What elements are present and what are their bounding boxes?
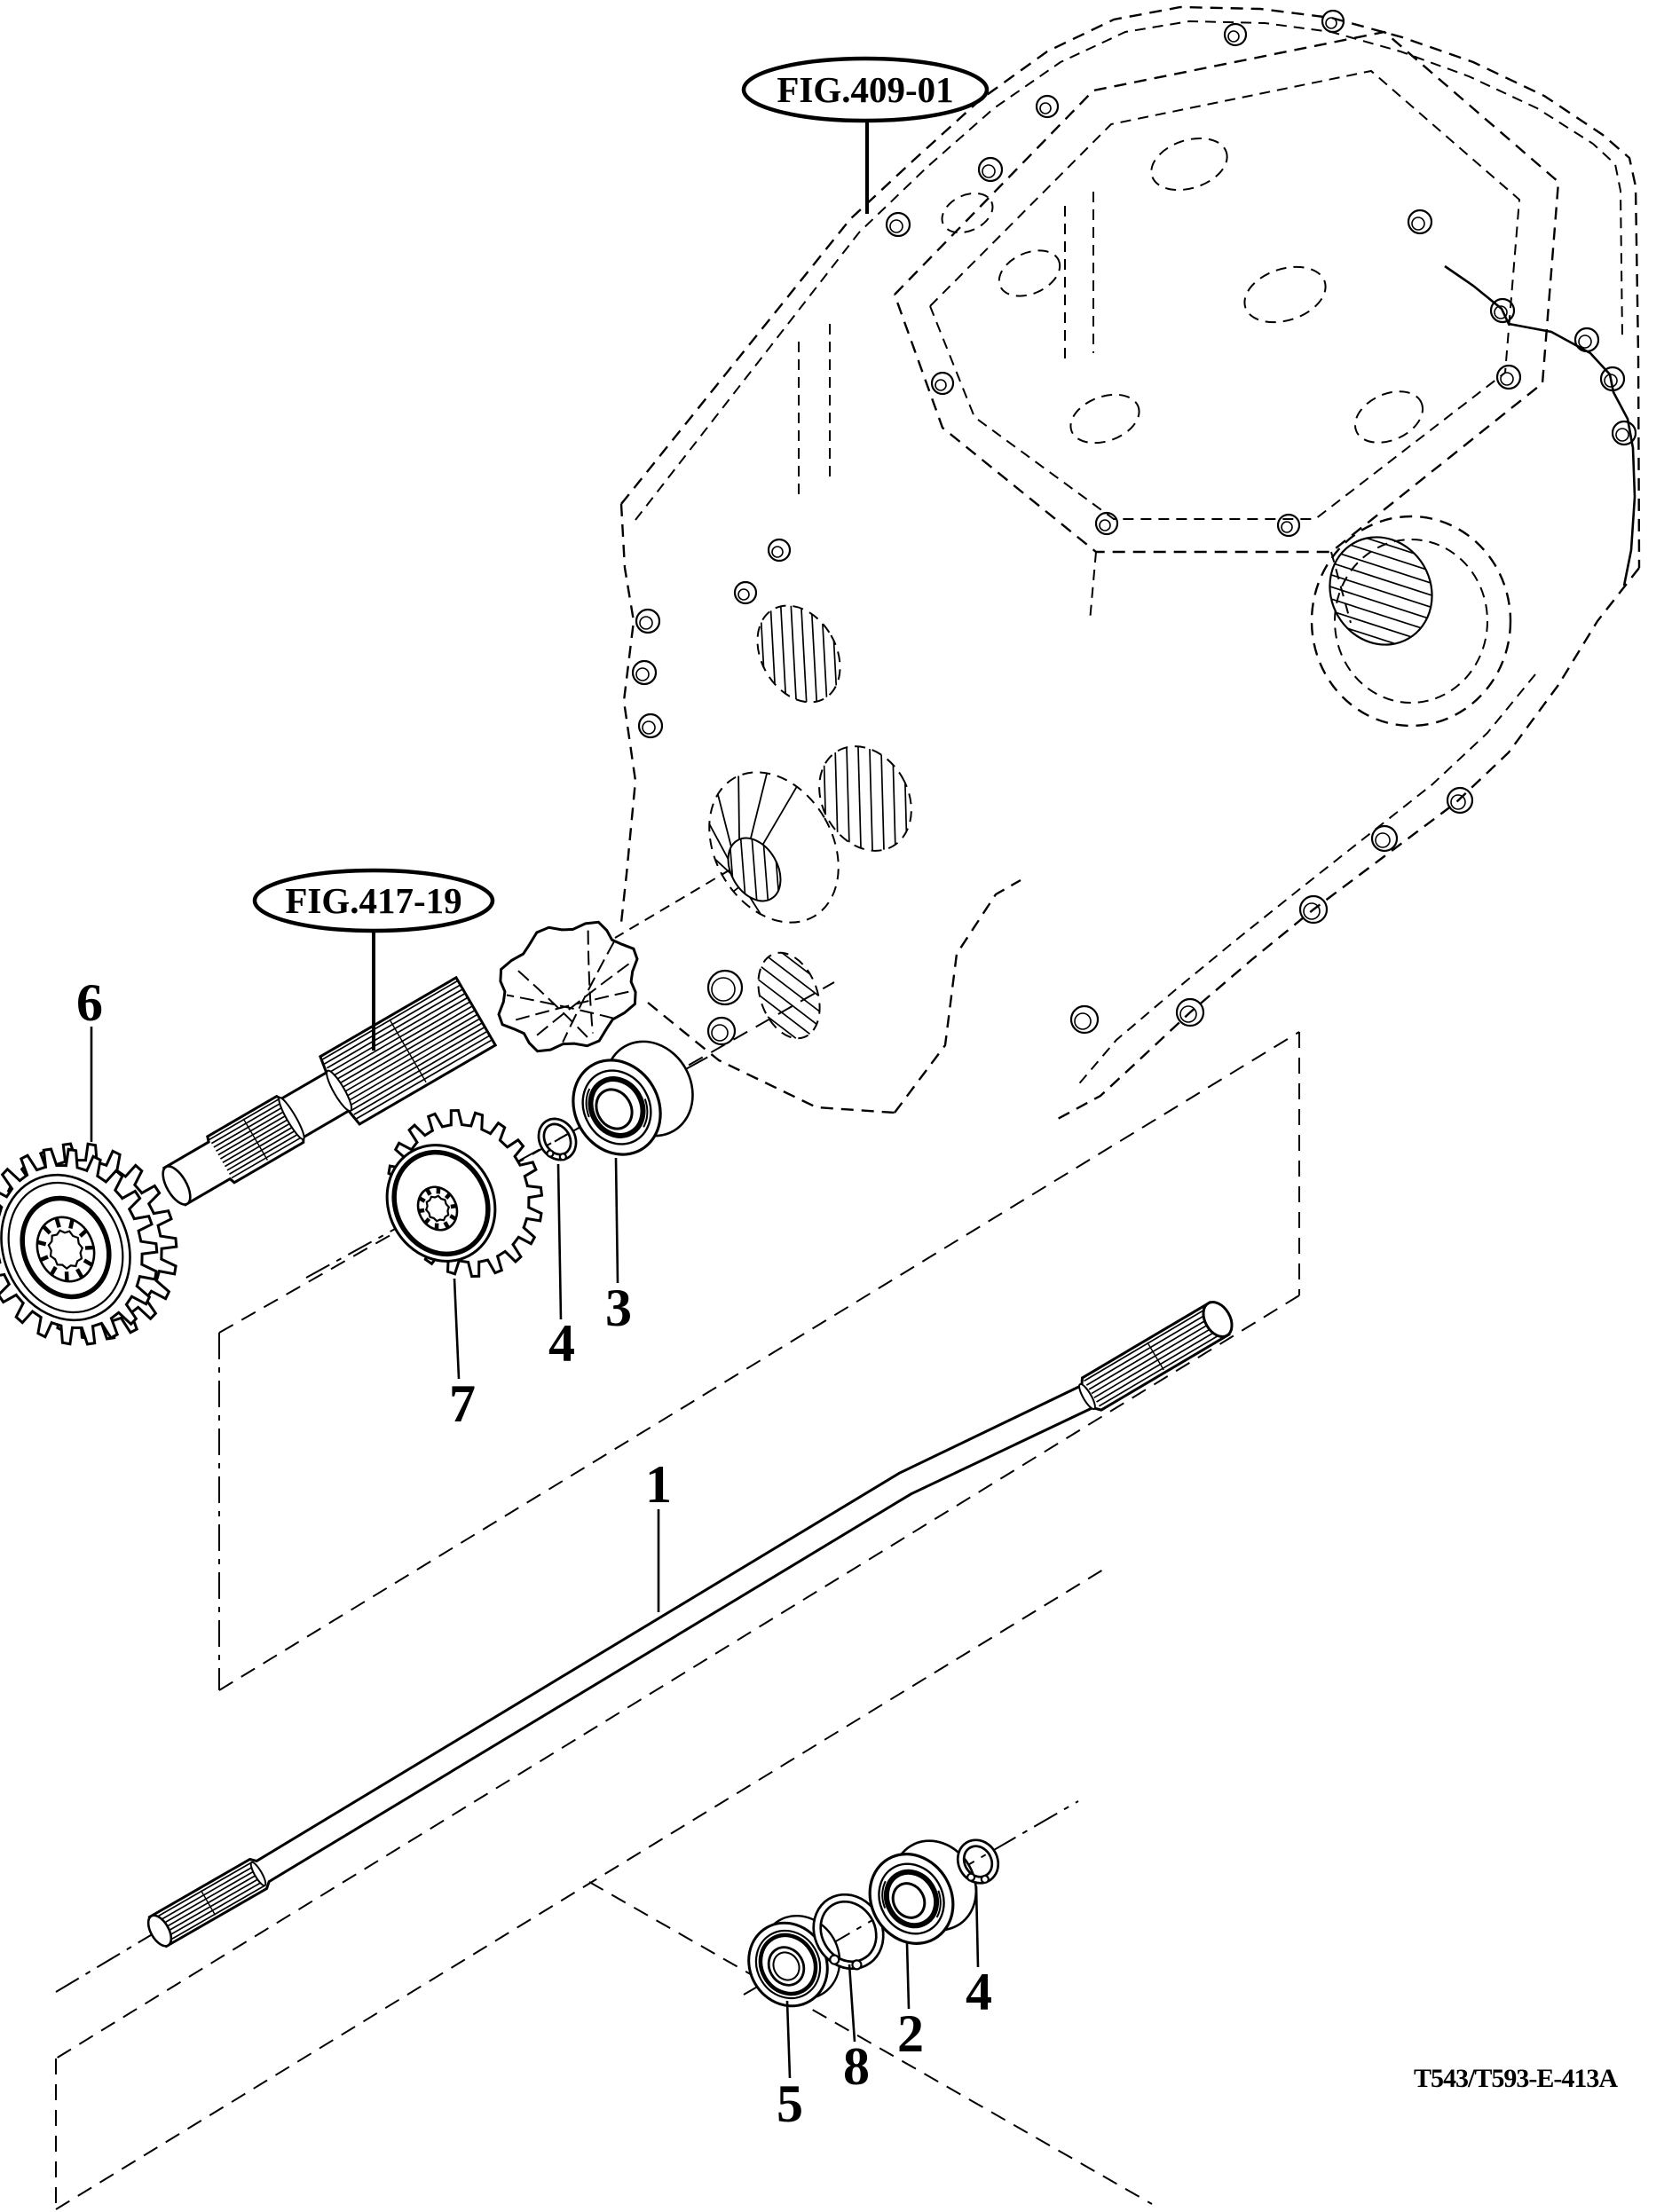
callout-item-6: 6	[76, 973, 103, 1142]
part-6-spur-gear	[0, 1142, 178, 1346]
bolt-hole	[1370, 824, 1399, 853]
bolt-hole	[733, 580, 758, 605]
bolt-hole	[1446, 786, 1474, 815]
figure-ref-balloon	[252, 868, 495, 933]
bolt-hole	[1321, 9, 1345, 34]
callout-number: 7	[449, 1374, 476, 1433]
callout-leader	[785, 2000, 792, 2079]
bolt-hole	[1599, 366, 1626, 392]
callout-item-4: 4	[548, 1163, 575, 1373]
callout-leader	[848, 1964, 856, 2043]
part-8-snap-ring	[812, 1893, 885, 1971]
bolt-hole	[767, 538, 792, 563]
annotations-layer: FIG.409-01FIG.417-19674315824T543/T593-E…	[76, 56, 1619, 2133]
part-1-pto-shaft	[146, 1300, 1234, 1948]
bolt-hole	[1223, 22, 1248, 47]
callout-number: 2	[897, 2004, 924, 2063]
bolt-hole	[1298, 894, 1329, 925]
callout-item-7: 7	[449, 1278, 476, 1433]
bolt-hole	[1175, 997, 1205, 1027]
bolt-hole	[1495, 364, 1522, 390]
callout-number: 3	[605, 1279, 632, 1337]
part-bevel-pinion-shaft	[162, 920, 639, 1207]
figure-ref-label: FIG.417-19	[285, 880, 461, 921]
bolt-hole	[977, 156, 1004, 183]
callout-leader	[614, 1157, 619, 1284]
part-5-oil-seal	[747, 1914, 841, 2008]
part-4-snap-ring-upper	[537, 1117, 578, 1161]
callout-number: 8	[843, 2037, 870, 2096]
callout-leader	[453, 1278, 461, 1380]
callout-item-1: 1	[645, 1455, 672, 1612]
callout-item-2: 2	[897, 1942, 924, 2063]
bolt-hole	[706, 969, 744, 1006]
part-3-ball-bearing	[572, 1040, 694, 1156]
bolt-hole	[1407, 209, 1433, 235]
callout-leader	[556, 1163, 563, 1320]
bolt-hole	[1035, 94, 1060, 119]
part-7-pto-gear	[385, 1108, 544, 1279]
bolt-hole	[1611, 420, 1637, 446]
transmission-housing-outline	[614, 5, 1641, 1122]
callout-number: 6	[76, 973, 103, 1032]
bolt-hole	[1069, 1004, 1100, 1035]
figure-ref-fig-409-01: FIG.409-01	[741, 56, 990, 214]
callout-leader	[974, 1885, 980, 1968]
callout-number: 5	[777, 2074, 803, 2133]
drawing-code: T543/T593-E-413A	[1414, 2064, 1618, 2093]
bolt-hole	[635, 608, 661, 634]
callout-number: 4	[966, 1963, 992, 2021]
callout-item-8: 8	[843, 1964, 870, 2096]
callout-number: 1	[645, 1455, 672, 1514]
bolt-hole	[706, 1016, 737, 1046]
part-4-snap-ring-lower	[956, 1838, 1000, 1885]
phantom-boundary-lines	[55, 981, 1300, 2210]
bolt-hole	[885, 211, 911, 238]
bolt-hole	[637, 712, 664, 739]
callout-leader	[905, 1942, 911, 2010]
bolt-hole	[1276, 513, 1301, 538]
callout-item-3: 3	[605, 1157, 632, 1337]
bolt-hole	[631, 659, 658, 686]
callout-item-5: 5	[777, 2000, 803, 2133]
figure-ref-balloon	[741, 56, 990, 123]
figure-ref-fig-417-19: FIG.417-19	[252, 868, 495, 1051]
callout-item-4: 4	[966, 1885, 992, 2021]
bolt-hole	[1573, 327, 1600, 353]
bolt-hole	[1489, 297, 1516, 324]
bolt-hole	[930, 371, 955, 396]
bolt-hole	[1094, 511, 1119, 536]
exploded-parts	[0, 920, 1234, 2008]
part-2-ball-bearing	[868, 1839, 978, 1945]
figure-ref-label: FIG.409-01	[777, 69, 953, 110]
callout-number: 4	[548, 1314, 575, 1373]
